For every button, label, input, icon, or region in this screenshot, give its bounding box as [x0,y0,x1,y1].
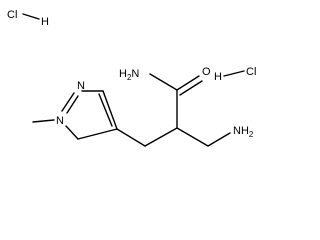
salt-2-hydrogen: H [214,71,222,83]
ring-bond-n2-n1 [61,92,75,112]
ring-bond-c3-c4 [77,128,118,140]
amide-c-o-bond [176,75,200,91]
salt-2-chlorine: Cl [246,66,256,78]
n-methyl-bond [32,119,55,123]
amide-nh2-label: H2N [119,68,139,82]
ring-bond-c4-c5 [102,90,118,130]
salt-2-bond [223,70,245,77]
ring-nitrogen-2: N [77,80,85,92]
amide-c-o-double-bond [179,80,203,96]
amine-nh2-label: NH2 [233,125,254,139]
salt-1-chlorine: Cl [7,9,17,21]
salt-1-hydrogen: H [41,16,49,28]
chemical-structure-diagram: Cl H H Cl H2N O NH2 N N [7,9,256,147]
ring-attachment-bond [116,128,146,147]
ring-double-bond-n2-n1 [66,95,79,114]
ring-nitrogen-1: N [56,115,64,127]
amide-c-n-bond [149,73,178,91]
aminomethyl-bond [176,127,209,147]
ring-bond-n1-c3 [65,125,79,140]
salt-1-bond [22,13,40,20]
amine-bond [207,132,231,147]
ring-double-bond-c4-c5 [98,93,113,127]
amide-oxygen-label: O [202,66,211,78]
ch2-bond [144,127,178,147]
